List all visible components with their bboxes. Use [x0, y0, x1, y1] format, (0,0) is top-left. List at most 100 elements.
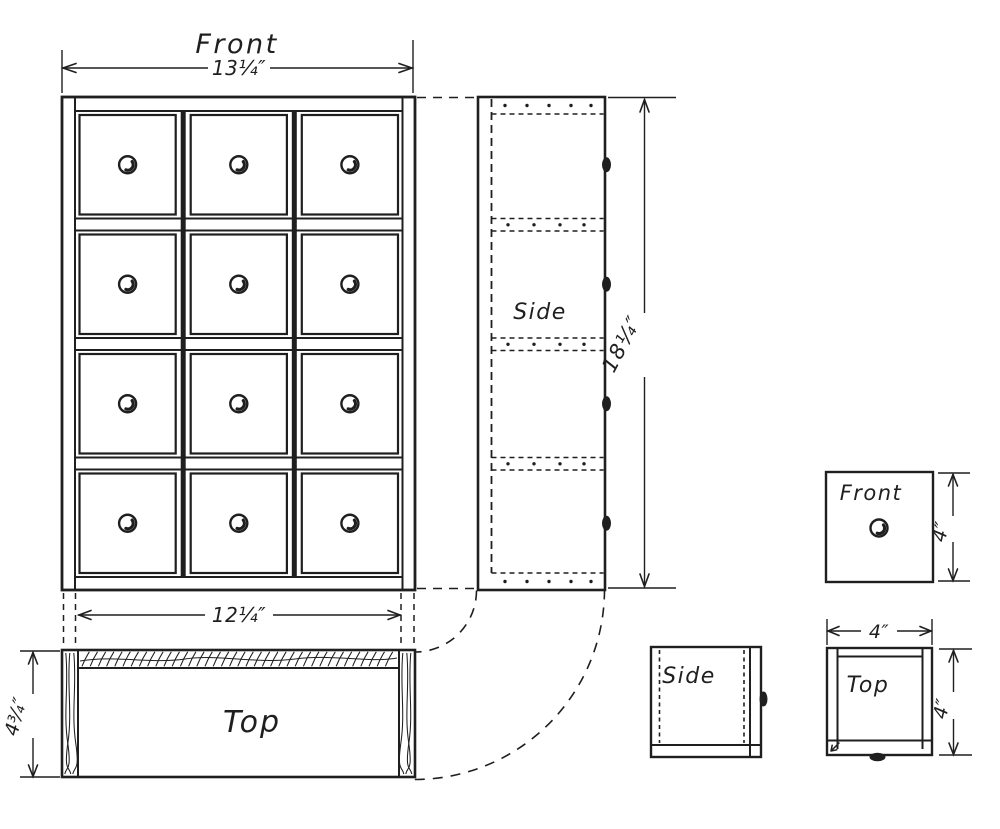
- cabinet-dividers: [180, 111, 297, 577]
- wood-grain: [319, 651, 328, 667]
- drawer-grid: [78, 113, 400, 575]
- dimension-inside-width: 12¼″: [76, 603, 403, 627]
- dimension-overall-height: 18¼″: [597, 96, 676, 589]
- dimension-arrowheads-top: [825, 625, 934, 637]
- side-shelf-hidden-lines: [491, 103, 611, 584]
- wood-grain: [130, 651, 139, 667]
- nail-dot: [532, 342, 536, 346]
- knob-shade: [235, 160, 246, 172]
- drawer-side-outline: [649, 645, 763, 759]
- extension-lines-right: [939, 648, 972, 756]
- wood-grain: [188, 651, 197, 667]
- knob-shade: [235, 399, 246, 411]
- knob-shade: [346, 160, 358, 172]
- nail-dot: [569, 103, 573, 108]
- wood-grain: [79, 656, 398, 662]
- wood-grain: [406, 652, 413, 775]
- wood-grain: [335, 651, 344, 667]
- wood-grain: [122, 651, 131, 667]
- knob-shade: [124, 399, 135, 411]
- wood-grain: [302, 651, 312, 667]
- drawer-front: [189, 113, 288, 216]
- wood-grain: [204, 651, 213, 667]
- cabinet-inside-width-value: 12¼″: [212, 603, 266, 627]
- drawer-side-panel-lines: [651, 647, 761, 757]
- dimension-arrowheads: [947, 472, 959, 583]
- cabinet-top-view: Top: [60, 648, 417, 779]
- nail-dot: [503, 579, 507, 584]
- drawer-width-value: 4″: [869, 621, 889, 643]
- cabinet-side-label: Side: [513, 300, 567, 325]
- dimension-arrowheads: [60, 62, 415, 74]
- nail-dot: [582, 462, 586, 466]
- dimension-top-depth: 4¾″: [1, 650, 60, 779]
- cabinet-overall-width-value: 13¼″: [212, 56, 266, 80]
- cabinet-side-outline: [476, 95, 607, 592]
- knob-shade: [875, 523, 887, 536]
- wood-grain: [81, 651, 90, 667]
- cabinet-side-view: Side: [476, 95, 611, 592]
- dimension-arrowheads: [76, 609, 403, 621]
- nail-dot: [558, 223, 562, 227]
- drawer-top-inner-lines: [827, 648, 932, 749]
- extension-lines: [20, 650, 60, 778]
- nail-dot: [525, 103, 529, 108]
- wood-grain: [196, 651, 205, 667]
- wood-grain: [72, 652, 78, 775]
- dimension-arrowheads-right: [948, 648, 959, 757]
- nail-dot: [589, 103, 593, 108]
- nail-dot: [569, 579, 573, 584]
- cabinet-top-label: Top: [223, 705, 281, 740]
- drawer-side-hidden-lines: [658, 650, 745, 743]
- wood-grain: [147, 651, 156, 667]
- wood-grain: [155, 651, 164, 667]
- knob-profile-icon: [602, 157, 611, 173]
- wood-grain: [376, 651, 385, 667]
- wood-grain: [89, 651, 98, 667]
- nail-dot: [525, 579, 529, 584]
- drawer-front: [189, 233, 288, 336]
- projection-verticals: [62, 593, 415, 648]
- projection-lines: [62, 96, 606, 781]
- wood-grain: [278, 651, 287, 667]
- wood-grain: [163, 651, 172, 667]
- projection-dashes: [417, 96, 474, 590]
- drawer-top-outline: [825, 646, 934, 757]
- nail-dot: [503, 103, 507, 108]
- extension-lines-top: [826, 619, 933, 645]
- extension-lines: [938, 472, 970, 582]
- dimension-overall-width: Front 13¼″: [60, 29, 415, 93]
- knob-top-icon: [869, 752, 886, 762]
- knob-profile-icon: [759, 691, 768, 707]
- knob-shade: [346, 518, 358, 531]
- cabinet-top-outline: [60, 648, 417, 779]
- knob-profile-icon: [602, 276, 611, 292]
- cabinet-front-view: [60, 95, 417, 592]
- knob-shade: [124, 279, 135, 292]
- wood-grain: [212, 651, 221, 667]
- cabinet-frame-lines: [74, 97, 404, 590]
- knob-shade: [235, 279, 246, 292]
- knob-shade: [346, 399, 358, 411]
- drawer-front-detail: Front 4″: [824, 470, 970, 584]
- wood-grain-hatching: [64, 651, 413, 775]
- nail-dot: [506, 223, 510, 227]
- wood-grain: [220, 651, 230, 667]
- cabinet-front-label: Front: [195, 29, 278, 60]
- nail-dot: [547, 103, 551, 108]
- wood-grain: [138, 651, 148, 667]
- nail-dot: [589, 579, 593, 584]
- wood-grain: [253, 651, 262, 667]
- knob-shade: [124, 518, 135, 531]
- nail-dot: [532, 223, 536, 227]
- wood-grain: [327, 651, 336, 667]
- wood-grain: [398, 652, 405, 775]
- nail-dot: [582, 342, 586, 346]
- knob-profile-icon: [602, 396, 611, 412]
- corner-mark: [830, 742, 840, 752]
- top-view-inner-lines: [77, 650, 400, 777]
- drawer-side-label: Side: [662, 664, 716, 689]
- wood-grain: [261, 651, 271, 667]
- nail-dot: [558, 462, 562, 466]
- nail-dot: [506, 462, 510, 466]
